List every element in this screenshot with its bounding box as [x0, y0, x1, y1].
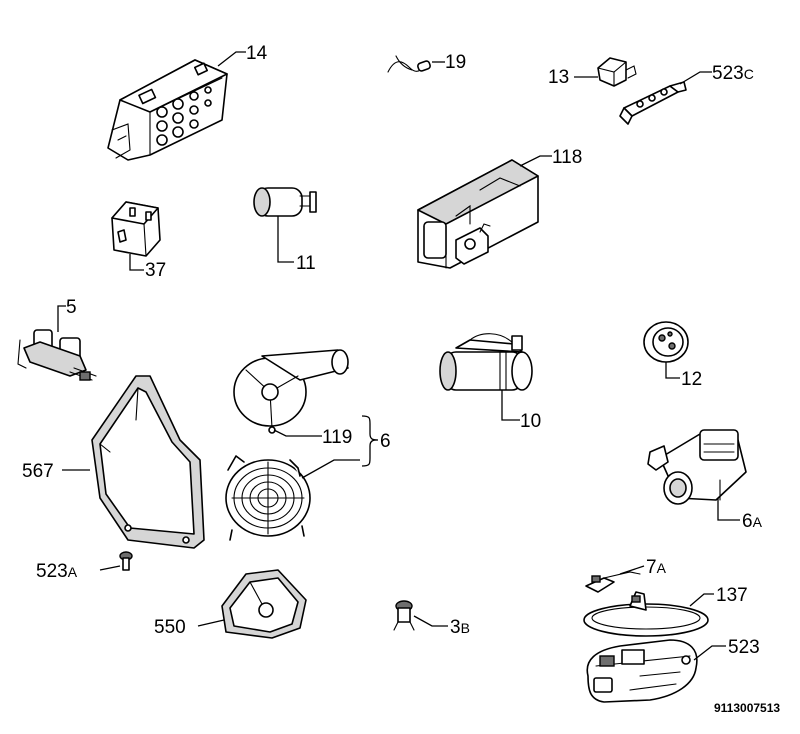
- part-14-control-module: [107, 59, 228, 161]
- part-13-switch: [597, 57, 637, 87]
- label-523c: 523C: [712, 63, 754, 84]
- part-7a-switch: [585, 571, 641, 593]
- label-523: 523: [728, 637, 760, 658]
- part-118-housing: [417, 159, 539, 269]
- leader-10: [501, 390, 520, 421]
- part-6-fan-grille: [225, 455, 311, 541]
- label-19: 19: [445, 52, 466, 73]
- label-37: 37: [145, 260, 166, 281]
- part-5-inlet-valve: [17, 329, 97, 381]
- leader-550: [197, 619, 225, 627]
- leader-523a: [99, 565, 121, 571]
- label-6a: 6A: [742, 511, 763, 532]
- part-523a-screw: [119, 551, 133, 571]
- part-567-plate: [91, 375, 205, 549]
- part-11-capacitor: [253, 187, 317, 217]
- label-12: 12: [681, 369, 702, 390]
- label-567: 567: [22, 461, 54, 482]
- part-119-fan-cover: [233, 349, 349, 434]
- label-5: 5: [66, 297, 77, 318]
- leader-118: [519, 155, 552, 167]
- leader-3b: [413, 615, 448, 627]
- leader-6a: [717, 498, 740, 521]
- part-10-pump: [439, 333, 533, 391]
- label-137: 137: [716, 585, 748, 606]
- label-10: 10: [520, 411, 541, 432]
- label-11: 11: [296, 253, 316, 274]
- leader-5: [57, 305, 66, 332]
- part-523-float-housing: [586, 639, 698, 703]
- part-19-sensor: [387, 55, 431, 73]
- document-number: 9113007513: [714, 701, 780, 715]
- label-14: 14: [246, 43, 268, 64]
- part-3b-grommet: [393, 600, 415, 631]
- label-6: 6: [380, 431, 391, 452]
- part-523c-bracket: [619, 81, 687, 125]
- part-550-cover: [221, 569, 307, 639]
- label-119: 119: [322, 427, 352, 448]
- part-6a-drain-pump: [647, 429, 747, 505]
- leader-523c: [679, 71, 712, 85]
- label-118: 118: [552, 147, 582, 168]
- part-12-knob: [643, 321, 689, 363]
- leader-6: [301, 459, 360, 479]
- leader-119: [273, 429, 322, 437]
- leader-7a: [619, 565, 645, 575]
- leader-11: [277, 216, 294, 263]
- label-13: 13: [548, 67, 569, 88]
- leader-137: [689, 593, 714, 607]
- label-523a: 523A: [36, 561, 78, 582]
- part-137-float: [583, 591, 709, 637]
- leader-12: [665, 362, 680, 379]
- label-7a: 7A: [646, 557, 667, 578]
- label-550: 550: [154, 617, 186, 638]
- brace-6: [361, 415, 379, 467]
- leader-37: [129, 254, 144, 271]
- leader-523: [693, 645, 726, 661]
- leader-14: [217, 51, 246, 67]
- label-3b: 3B: [450, 617, 470, 638]
- part-37-relay: [111, 201, 161, 257]
